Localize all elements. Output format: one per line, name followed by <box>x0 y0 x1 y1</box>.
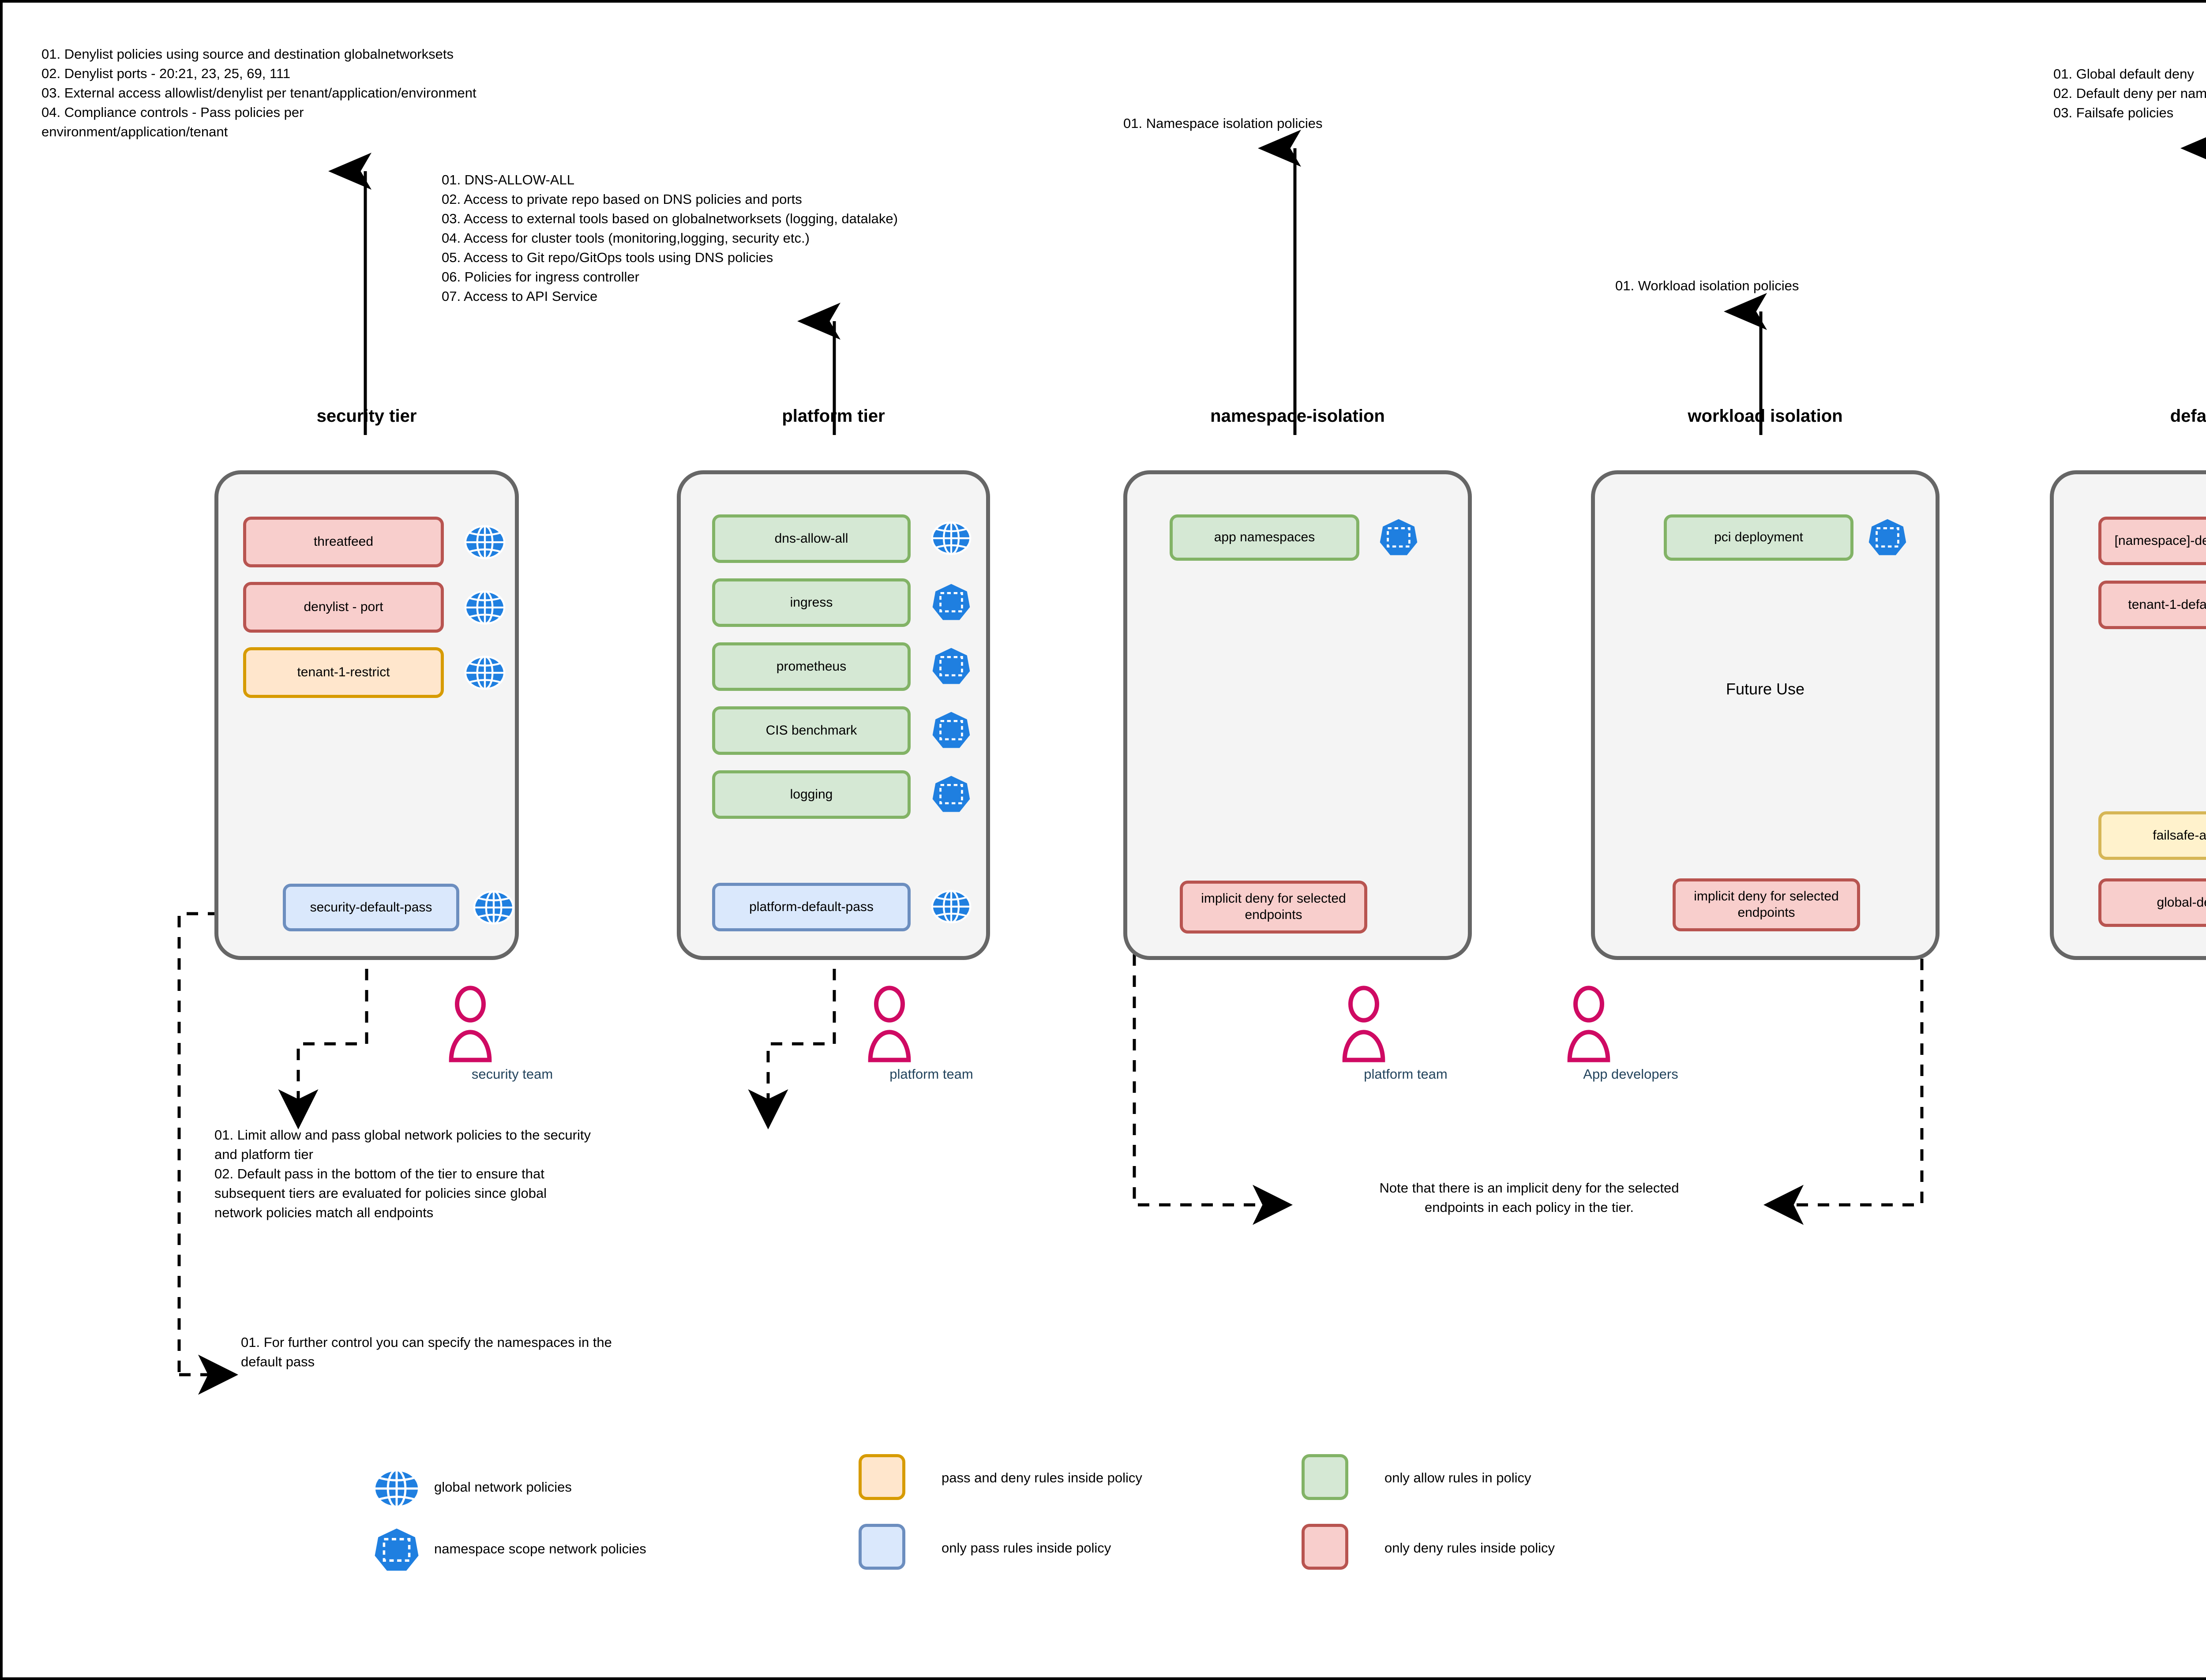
tier-namespace-isolation: namespace-isolation app namespaces impli… <box>1123 406 1472 960</box>
policy-logging[interactable]: logging <box>712 770 911 819</box>
policy-denylist-port[interactable]: denylist - port <box>243 582 444 633</box>
policy-platform-default-pass[interactable]: platform-default-pass <box>712 883 911 931</box>
namespace-scope-policy-icon <box>1378 517 1419 558</box>
person-icon <box>449 986 492 1062</box>
team-label: platform team <box>1364 1066 1448 1082</box>
tier-title: security tier <box>316 406 417 426</box>
global-network-policy-icon <box>464 586 506 629</box>
tier-title: default tier <box>2170 406 2206 426</box>
legend-label-pass-and-deny-rules: pass and deny rules inside policy <box>942 1470 1142 1485</box>
team-app-developers: App developers <box>1567 986 1695 1082</box>
legend-label-only-deny-rules: only deny rules inside policy <box>1384 1540 1555 1556</box>
implicit-deny-note: Note that there is an implicit deny for … <box>1379 1180 1679 1215</box>
legend: global network policies namespace scope … <box>3 3 2206 1677</box>
namespace-scope-policy-icon <box>372 1526 421 1574</box>
policy-implicit-deny[interactable]: implicit deny for selected endpoints <box>1673 878 1860 931</box>
tier-title: namespace-isolation <box>1210 406 1385 426</box>
legend-swatch-pass <box>859 1524 905 1570</box>
policy-app-namespaces[interactable]: app namespaces <box>1170 514 1359 561</box>
namespace-scope-policy-icon <box>930 773 972 815</box>
global-network-policy-icon <box>930 518 972 559</box>
legend-swatch-mixed <box>859 1454 905 1500</box>
tier-title: workload isolation <box>1688 406 1843 426</box>
legend-swatch-allow <box>1302 1454 1348 1500</box>
namespace-scope-policy-icon <box>930 709 972 751</box>
policy-ingress[interactable]: ingress <box>712 578 911 627</box>
global-network-policy-icon <box>464 521 506 563</box>
person-icon <box>868 986 911 1062</box>
team-platform-team-2: platform team <box>1342 986 1470 1082</box>
policy-pci-deployment[interactable]: pci deployment <box>1664 514 1853 561</box>
legend-label-only-pass-rules: only pass rules inside policy <box>942 1540 1111 1556</box>
global-policy-guidance-note: 01. Limit allow and pass global network … <box>214 1127 591 1221</box>
policy-tenant-1-default-deny[interactable]: tenant-1-default-deny <box>2098 581 2206 629</box>
policy-tenant-1-restrict[interactable]: tenant-1-restrict <box>243 647 444 698</box>
global-network-policy-icon <box>473 886 515 929</box>
further-control-note: 01. For further control you can specify … <box>241 1335 612 1370</box>
policy-threatfeed[interactable]: threatfeed <box>243 517 444 567</box>
namespace-scope-policy-icon <box>930 581 972 623</box>
tier-workload-isolation: workload isolation pci deployment Future… <box>1591 406 1940 960</box>
policy-cis-benchmark[interactable]: CIS benchmark <box>712 706 911 755</box>
namespace-isolation-note: 01. Namespace isolation policies <box>1123 116 1323 131</box>
policy-dns-allow-all[interactable]: dns-allow-all <box>712 514 911 563</box>
team-platform-team-1: platform team <box>867 986 995 1082</box>
security-tier-notes: 01. Denylist policies using source and d… <box>41 46 476 140</box>
person-icon <box>1342 986 1385 1062</box>
team-label: App developers <box>1583 1066 1678 1082</box>
team-label: platform team <box>889 1066 973 1082</box>
tier-platform-tier: platform tier dns-allow-all ingress prom… <box>677 406 990 960</box>
policy-global-deny[interactable]: global-deny <box>2098 878 2206 927</box>
default-tier-notes: 01. Global default deny 02. Default deny… <box>2053 66 2206 121</box>
platform-tier-notes: 01. DNS-ALLOW-ALL 02. Access to private … <box>442 172 898 304</box>
tier-security-tier: security tier threatfeed denylist - port… <box>214 406 519 960</box>
policy-namespace-default-deny[interactable]: [namespace]-default-deny <box>2098 517 2206 565</box>
policy-implicit-deny[interactable]: implicit deny for selected endpoints <box>1180 881 1367 934</box>
tier-title: platform tier <box>782 406 885 426</box>
policy-failsafe-allow[interactable]: failsafe-allow <box>2098 811 2206 860</box>
legend-swatch-deny <box>1302 1524 1348 1570</box>
legend-label-global-network-policies: global network policies <box>434 1479 572 1495</box>
global-network-policy-icon <box>930 886 972 927</box>
workload-isolation-note: 01. Workload isolation policies <box>1615 278 1799 293</box>
legend-label-only-allow-rules: only allow rules in policy <box>1384 1470 1531 1485</box>
global-network-policy-icon <box>464 652 506 694</box>
global-network-policy-icon <box>372 1464 421 1513</box>
policy-security-default-pass[interactable]: security-default-pass <box>283 884 459 931</box>
team-label: security team <box>471 1066 553 1082</box>
legend-label-namespace-scope-network-policies: namespace scope network policies <box>434 1541 646 1556</box>
person-icon <box>1567 986 1610 1062</box>
namespace-scope-policy-icon <box>1867 517 1908 558</box>
team-security-team-1: security team <box>448 986 576 1082</box>
future-use-label: Future Use <box>1726 680 1805 698</box>
namespace-scope-policy-icon <box>930 645 972 687</box>
policy-prometheus[interactable]: prometheus <box>712 642 911 691</box>
tier-default-tier: default tier [namespace]-default-deny te… <box>2050 406 2206 960</box>
